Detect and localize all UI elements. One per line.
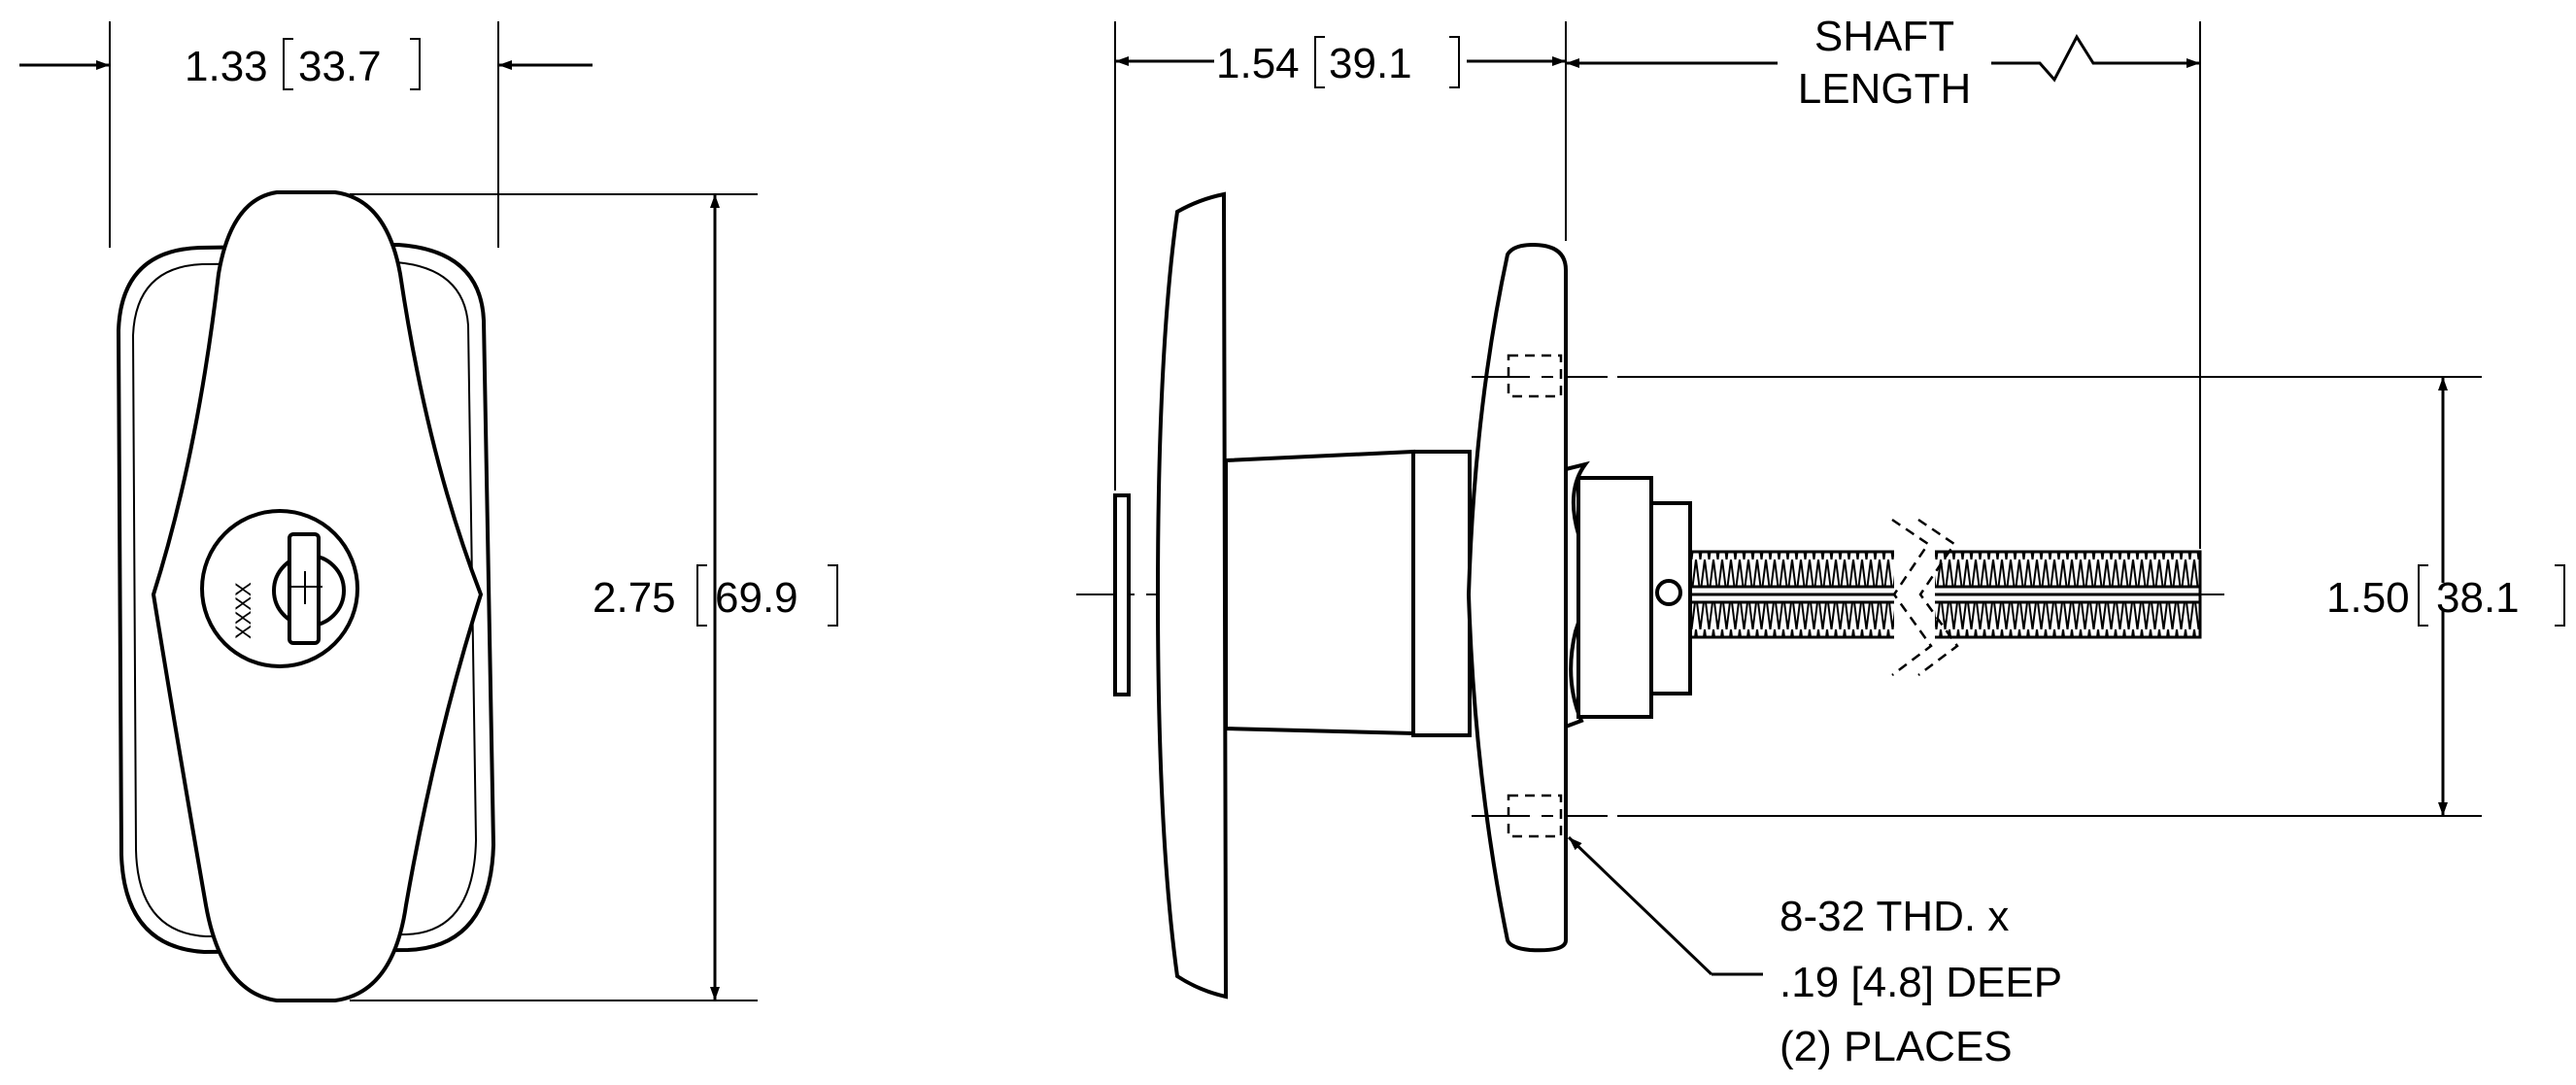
threaded-shaft-lower <box>1688 600 2202 639</box>
key-code-label: XXXX <box>231 582 255 639</box>
retaining-nut <box>1576 476 1653 719</box>
side-depth-mm: 39.1 <box>1329 40 1412 87</box>
hole-spacing-mm: 38.1 <box>2436 574 2520 622</box>
side-depth-dimension: 1.54 39.1 <box>1114 21 1567 491</box>
front-view: XXXX <box>116 190 496 1002</box>
side-depth-inch: 1.54 <box>1216 40 1300 87</box>
thread-note-line2: .19 [4.8] DEEP <box>1779 959 2062 1006</box>
front-height-inch: 2.75 <box>593 574 676 622</box>
front-height-dimension: 2.75 69.9 <box>350 193 838 1001</box>
front-width-inch: 1.33 <box>185 43 268 90</box>
thread-note-line1: 8-32 THD. x <box>1779 893 2009 940</box>
set-screw-hole <box>1655 579 1682 606</box>
front-width-mm: 33.7 <box>298 43 382 90</box>
thread-note: 8-32 THD. x .19 [4.8] DEEP (2) PLACES <box>1567 835 2062 1070</box>
shaft-length-dimension: SHAFT LENGTH <box>1566 13 2201 549</box>
side-handle-cap <box>1113 493 1131 696</box>
front-width-dimension: 1.33 33.7 <box>19 21 593 248</box>
side-collar <box>1411 450 1472 737</box>
thread-note-line3: (2) PLACES <box>1779 1023 2013 1070</box>
shaft-length-label-1: SHAFT <box>1814 13 1954 60</box>
side-mounting-flange <box>1466 242 1568 953</box>
side-handle-neck <box>1224 449 1415 736</box>
front-back-plate-inner <box>131 260 478 938</box>
shaft-length-label-2: LENGTH <box>1798 65 1971 113</box>
hole-spacing-inch: 1.50 <box>2326 574 2410 622</box>
hole-spacing-dimension: 1.50 38.1 <box>1617 376 2565 817</box>
threaded-shaft-upper <box>1688 550 2202 589</box>
shaft-break-gap <box>1894 525 1935 670</box>
shaft-break-line-right <box>1917 518 1959 676</box>
side-view <box>1076 191 2224 1000</box>
front-height-mm: 69.9 <box>715 574 798 622</box>
shaft-break-line-left <box>1891 518 1933 676</box>
side-handle-grip <box>1155 191 1229 1000</box>
